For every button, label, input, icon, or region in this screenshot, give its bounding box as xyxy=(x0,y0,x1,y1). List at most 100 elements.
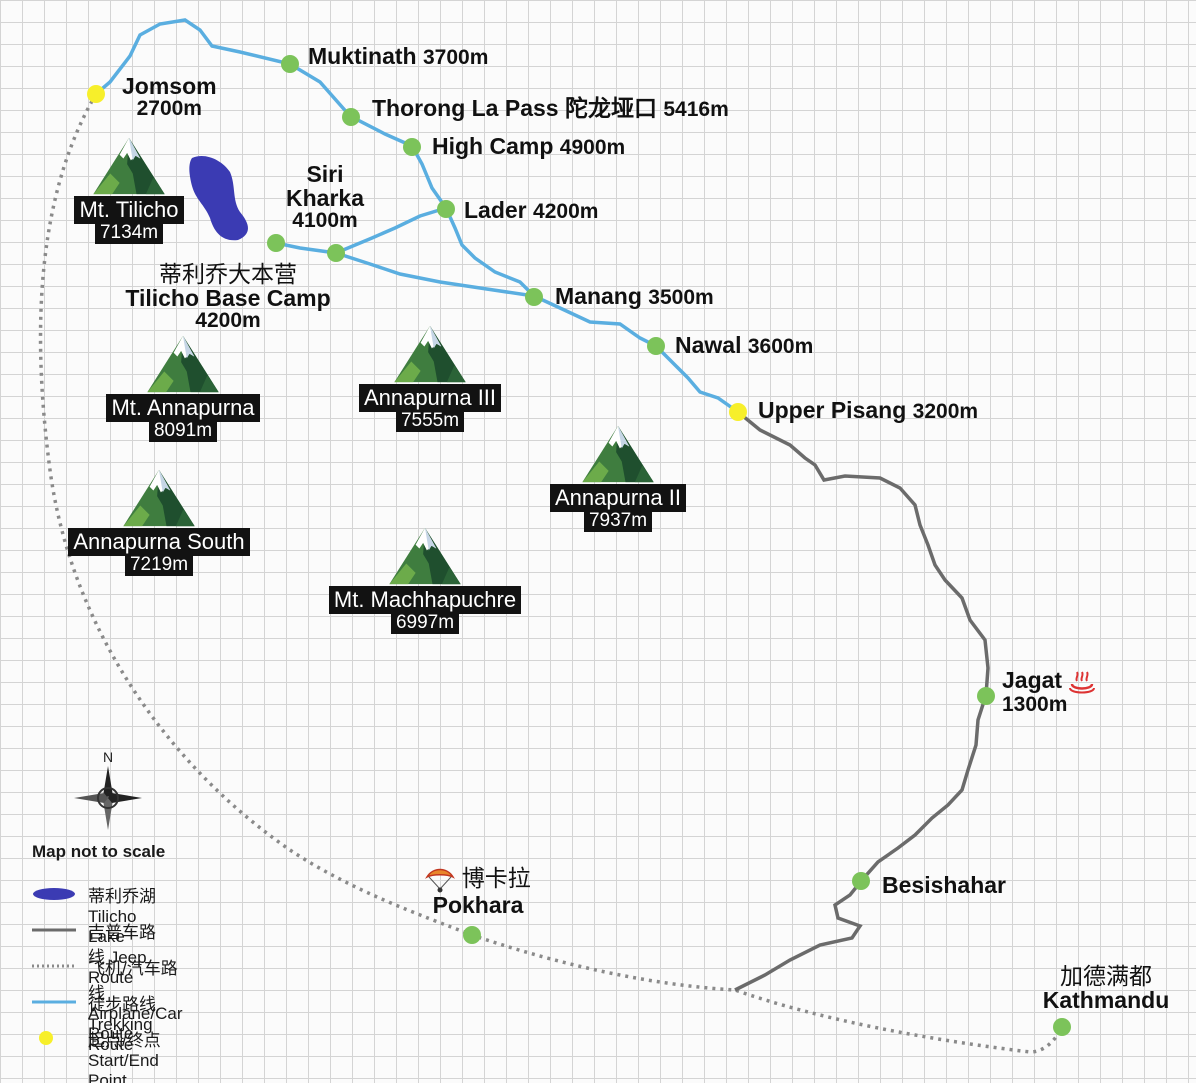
peak-annapurna-iii: Annapurna III 7555m xyxy=(330,324,530,432)
legend-item-lake: 蒂利乔湖 Tilicho Lake xyxy=(32,880,165,946)
muktinath-name: Muktinath xyxy=(308,43,417,69)
manang-elev: 3500m xyxy=(648,286,714,309)
legend-jeep-label: 吉普车路线 Jeep Route xyxy=(88,923,156,987)
upper-pisang-elev: 3200m xyxy=(912,400,979,423)
peak-annapurna-south-name: Annapurna South xyxy=(68,528,250,556)
lader-name: Lader xyxy=(464,197,527,223)
label-high-camp: High Camp 4900m xyxy=(432,134,625,159)
label-muktinath: Muktinath 3700m xyxy=(308,44,488,69)
nawal-name: Nawal xyxy=(675,332,742,358)
highcamp-elev: 4900m xyxy=(559,136,626,159)
legend-item-trek: 徒步路线 Trekking Route xyxy=(32,988,165,1054)
tilicho-base-cn-name: 蒂利乔大本营 xyxy=(159,261,297,287)
waypoint-kathmandu xyxy=(1053,1018,1071,1036)
waypoint-jagat xyxy=(977,687,995,705)
manang-name: Manang xyxy=(555,283,642,309)
label-besishahar: Besishahar xyxy=(882,873,1006,897)
peak-machhapuchre-name: Mt. Machhapuchre xyxy=(328,586,522,614)
legend-title: Map not to scale xyxy=(32,842,166,861)
legend-lake-label: 蒂利乔湖 Tilicho Lake xyxy=(88,887,156,946)
peak-annapurna-ii: Annapurna II 7937m xyxy=(520,424,716,532)
peak-tilicho-name: Mt. Tilicho xyxy=(74,196,184,224)
jagat-name: Jagat xyxy=(1002,667,1063,693)
hot-spring-icon xyxy=(1069,671,1096,694)
jagat-elev: 1300m xyxy=(1002,692,1068,716)
pokhara-name: Pokhara xyxy=(432,891,524,918)
peak-annapurna-ii-name: Annapurna II xyxy=(550,484,686,512)
peak-annapurna-name: Mt. Annapurna xyxy=(106,394,260,422)
label-tilicho-base-camp: 蒂利乔大本营 Tilicho Base Camp 4200m xyxy=(100,262,356,332)
airplane-car-route xyxy=(38,93,1064,1054)
legend-air-label: 飞机/汽车路线 Airplane/Car Route xyxy=(88,959,183,1043)
start-point-symbol xyxy=(39,1031,53,1045)
waypoint-lader xyxy=(437,200,455,218)
peak-annapurna-south-elev: 7219m xyxy=(124,554,194,576)
waypoint-highcamp xyxy=(403,138,421,156)
compass-north-label: N xyxy=(103,749,113,765)
label-lader: Lader 4200m xyxy=(464,198,598,223)
jomsom-name: Jomsom xyxy=(122,73,217,99)
peak-tilicho-elev: 7134m xyxy=(94,222,164,244)
pokhara-cn-name: 博卡拉 xyxy=(461,865,531,891)
waypoint-thorong xyxy=(342,108,360,126)
label-jagat: Jagat 1300m xyxy=(1002,668,1096,716)
peak-machhapuchre-elev: 6997m xyxy=(390,612,460,634)
mountain-icon xyxy=(390,324,470,384)
waypoint-tilicho-base xyxy=(267,234,285,252)
waypoint-pokhara xyxy=(463,926,481,944)
nawal-elev: 3600m xyxy=(747,335,814,358)
mountain-icon xyxy=(385,526,465,586)
label-pokhara: 博卡拉 Pokhara xyxy=(408,866,548,917)
legend: Map not to scale 蒂利乔湖 Tilicho Lake 吉普车路线… xyxy=(32,842,183,1083)
trekking-route-tilicho-upper xyxy=(335,206,447,255)
siri-name-line1: Siri xyxy=(306,161,344,187)
start-point-upper-pisang xyxy=(729,403,747,421)
label-kathmandu: 加德满都 Kathmandu xyxy=(1026,964,1186,1012)
mountain-icon xyxy=(143,334,223,394)
siri-name-line2: Kharka xyxy=(286,185,364,212)
peak-annapurna-elev: 8091m xyxy=(148,420,218,442)
compass: N xyxy=(70,748,146,839)
start-point-jomsom xyxy=(87,85,105,103)
waypoint-siri xyxy=(327,244,345,262)
tilicho-base-name: Tilicho Base Camp xyxy=(125,285,331,312)
air-route-symbol xyxy=(32,964,76,968)
mountain-icon xyxy=(89,136,169,196)
legend-item-start: 起点/终点 Start/End Point xyxy=(32,1024,165,1083)
peak-annapurna-iii-elev: 7555m xyxy=(395,410,465,432)
lader-elev: 4200m xyxy=(533,200,599,223)
siri-elev: 4100m xyxy=(292,209,358,233)
mountain-icon xyxy=(578,424,658,484)
jeep-route-symbol xyxy=(32,928,76,932)
thorong-cn-name: 陀龙垭口 xyxy=(564,95,657,121)
highcamp-name: High Camp xyxy=(432,133,554,159)
trekking-route-tilicho-lower xyxy=(275,241,535,298)
waypoint-besishahar xyxy=(852,872,870,890)
label-jomsom: Jomsom 2700m xyxy=(122,74,217,120)
kathmandu-cn-name: 加德满都 xyxy=(1060,963,1152,989)
peak-annapurna-south: Annapurna South 7219m xyxy=(34,468,284,576)
tilicho-lake xyxy=(189,155,248,241)
mountain-icon xyxy=(119,468,199,528)
kathmandu-name: Kathmandu xyxy=(1042,987,1170,1014)
label-nawal: Nawal 3600m xyxy=(675,333,813,358)
besishahar-name: Besishahar xyxy=(882,872,1007,898)
peak-annapurna-iii-name: Annapurna III xyxy=(358,384,502,412)
waypoint-nawal xyxy=(647,337,665,355)
jomsom-elev: 2700m xyxy=(136,97,202,121)
peak-annapurna-ii-elev: 7937m xyxy=(583,510,653,532)
compass-rose-icon: N xyxy=(74,749,142,830)
label-upper-pisang: Upper Pisang 3200m xyxy=(758,398,978,423)
lake-symbol xyxy=(33,888,75,900)
legend-trek-label: 徒步路线 Trekking Route xyxy=(88,995,156,1054)
jeep-route xyxy=(734,410,990,992)
legend-start-label: 起点/终点 Start/End Point xyxy=(88,1031,161,1083)
peak-annapurna: Mt. Annapurna 8091m xyxy=(78,334,288,442)
tilicho-base-elev: 4200m xyxy=(195,309,261,333)
trek-route-symbol xyxy=(32,1000,76,1004)
peak-tilicho: Mt. Tilicho 7134m xyxy=(54,136,204,244)
legend-item-air: 飞机/汽车路线 Airplane/Car Route xyxy=(32,952,183,1043)
legend-item-jeep: 吉普车路线 Jeep Route xyxy=(32,916,165,987)
